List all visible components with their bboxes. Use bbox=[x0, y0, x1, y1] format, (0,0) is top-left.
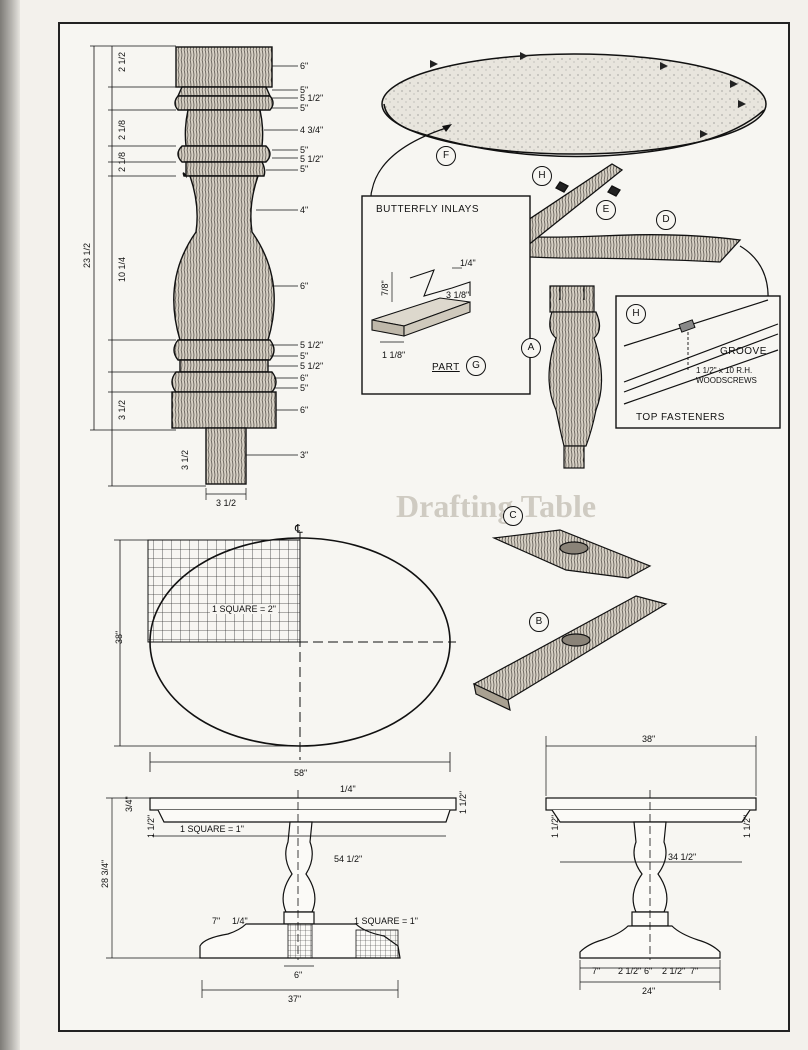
spindle-3d bbox=[548, 285, 603, 469]
side-apron-depth-right: 1 1/2" bbox=[742, 814, 752, 838]
plan-height-dim: 38" bbox=[114, 630, 124, 644]
front-apron-depth: 1 1/2" bbox=[146, 814, 156, 838]
spindle-turning bbox=[171, 46, 277, 485]
spindle-tenon-width: 3 1/2 bbox=[216, 498, 237, 508]
groove-label: GROOVE bbox=[720, 346, 767, 357]
front-height: 28 3/4" bbox=[100, 859, 110, 888]
butterfly-inset bbox=[361, 195, 531, 395]
side-foot-dim-2: 2 1/2" bbox=[618, 966, 642, 976]
spindle-diameter-10: 6" bbox=[300, 281, 309, 291]
spindle-segment-2b: 2 1/8 bbox=[117, 119, 127, 140]
front-foot-dim-a: 7" bbox=[212, 916, 221, 926]
front-post-width: 6" bbox=[294, 970, 303, 980]
butterfly-width-dim: 1 1/8" bbox=[382, 350, 406, 360]
side-foot-dim-1: 7" bbox=[592, 966, 601, 976]
part-b-base bbox=[472, 595, 668, 712]
front-top-thickness: 3/4" bbox=[124, 796, 134, 812]
side-foot-dim-5: 7" bbox=[690, 966, 699, 976]
spindle-diameter-11: 5 1/2" bbox=[300, 340, 324, 350]
spindle-overall-height: 23 1/2 bbox=[82, 242, 92, 268]
spindle-diameter-4: 5" bbox=[300, 103, 309, 113]
side-apron-length: 34 1/2" bbox=[668, 852, 697, 862]
front-foot-scale: 1 SQUARE = 1" bbox=[354, 916, 418, 926]
butterfly-thickness-dim: 1/4" bbox=[460, 258, 476, 268]
spindle-diameter-9: 4" bbox=[300, 205, 309, 215]
spindle-diameter-12: 5" bbox=[300, 351, 309, 361]
spindle-diameter-5: 4 3/4" bbox=[300, 125, 324, 135]
spindle-diameter-6: 5" bbox=[300, 145, 309, 155]
side-overall-width: 24" bbox=[642, 986, 656, 996]
side-apron-depth-left: 1 1/2" bbox=[550, 814, 560, 838]
spindle-segment-tenon: 3 1/2 bbox=[180, 449, 190, 470]
part-d-marker: D bbox=[656, 210, 676, 230]
spindle-segment-2a: 2 1/2 bbox=[117, 51, 127, 72]
spindle-segment-10: 10 1/4 bbox=[117, 256, 127, 282]
fasteners-inset-title: TOP FASTENERS bbox=[636, 412, 725, 423]
spindle-diameter-14: 6" bbox=[300, 373, 309, 383]
spindle-diameter-1: 6" bbox=[300, 61, 309, 71]
spindle-diameter-16: 6" bbox=[300, 405, 309, 415]
part-g-marker: G bbox=[466, 356, 486, 376]
spindle-diameter-13: 5 1/2" bbox=[300, 361, 324, 371]
grid-scale-label: 1 SQUARE = 2" bbox=[210, 604, 278, 614]
screw-spec-line2: WOODSCREWS bbox=[696, 376, 757, 385]
side-elevation bbox=[545, 790, 757, 960]
front-apron-length: 54 1/2" bbox=[334, 854, 363, 864]
spindle-diameter-7: 5 1/2" bbox=[300, 154, 324, 164]
scanned-page-edge bbox=[0, 0, 20, 1050]
part-h-marker-inset: H bbox=[626, 304, 646, 324]
side-foot-dim-3: 6" bbox=[644, 966, 653, 976]
butterfly-part-label: PART bbox=[432, 362, 460, 373]
spindle-diameter-8: 5" bbox=[300, 164, 309, 174]
side-elevation-dimensions bbox=[545, 736, 757, 990]
front-elevation bbox=[149, 790, 457, 960]
plan-centerline-symbol: ℄ bbox=[295, 522, 303, 536]
tabletop-3d bbox=[381, 52, 767, 158]
front-elevation-dimensions bbox=[106, 797, 446, 998]
arrow-to-fastener-inset bbox=[739, 245, 769, 303]
butterfly-depth-dim: 7/8" bbox=[380, 280, 390, 296]
plan-width-dim: 58" bbox=[294, 768, 308, 778]
butterfly-inset-title: BUTTERFLY INLAYS bbox=[376, 204, 480, 215]
front-small-dim: 1/4" bbox=[340, 784, 356, 794]
spindle-segment-2c: 2 1/8 bbox=[117, 151, 127, 172]
part-b-marker: B bbox=[529, 612, 549, 632]
front-overall-length: 37" bbox=[288, 994, 302, 1004]
part-f-marker: F bbox=[436, 146, 456, 166]
spindle-segment-3: 3 1/2 bbox=[117, 399, 127, 420]
side-top-width: 38" bbox=[642, 734, 656, 744]
arrow-head bbox=[442, 124, 452, 132]
spindle-diameter-2: 5" bbox=[300, 85, 309, 95]
side-foot-dim-4: 2 1/2" bbox=[662, 966, 686, 976]
drawing-frame bbox=[58, 22, 790, 1032]
part-e-marker: E bbox=[596, 200, 616, 220]
spindle-diameter-3: 5 1/2" bbox=[300, 93, 324, 103]
butterfly-length-dim: 3 1/8" bbox=[446, 290, 470, 300]
front-foot-dim-b: 1/4" bbox=[232, 916, 248, 926]
grid-oval-plan bbox=[114, 532, 456, 772]
front-right-apron-depth: 1 1/2" bbox=[458, 790, 468, 814]
background-article-title: Drafting Table bbox=[396, 488, 597, 524]
spindle-right-leaders bbox=[205, 65, 298, 500]
spindle-left-dimensions bbox=[90, 45, 206, 487]
part-a-marker: A bbox=[521, 338, 541, 358]
part-h-marker: H bbox=[532, 166, 552, 186]
part-c-marker: C bbox=[503, 506, 523, 526]
part-c-foot bbox=[491, 529, 652, 579]
front-scale-label: 1 SQUARE = 1" bbox=[180, 824, 244, 834]
spindle-diameter-17: 3" bbox=[300, 450, 309, 460]
screw-spec-line1: 1 1/2" x 10 R.H. bbox=[696, 366, 753, 375]
spindle-diameter-15: 5" bbox=[300, 383, 309, 393]
